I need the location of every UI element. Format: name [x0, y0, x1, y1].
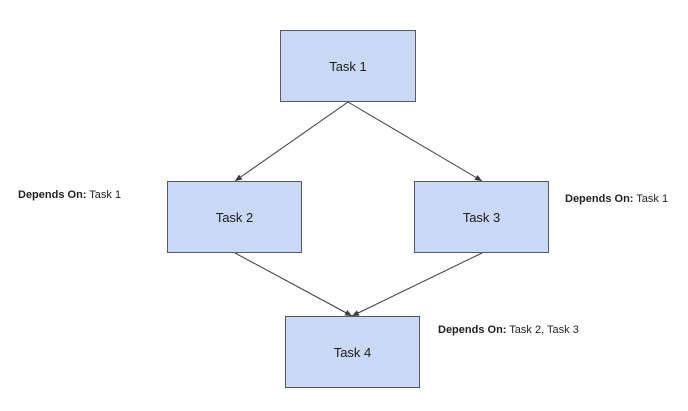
- task-3-node[interactable]: Task 3: [414, 181, 549, 253]
- depends-on-label: Depends On:: [438, 324, 507, 336]
- edge-task1-task3: [347, 101, 483, 182]
- task-1-label: Task 1: [329, 58, 367, 74]
- task-2-dependency-note: Depends On: Task 1: [18, 189, 121, 201]
- task-2-node[interactable]: Task 2: [167, 181, 302, 253]
- task-3-dependency-value: Task 1: [633, 193, 669, 205]
- task-3-label: Task 3: [462, 209, 501, 225]
- task-2-label: Task 2: [215, 209, 254, 225]
- depends-on-label: Depends On:: [18, 189, 87, 201]
- task-4-label: Task 4: [333, 344, 372, 360]
- edge-task1-task2: [234, 101, 349, 182]
- task-4-node[interactable]: Task 4: [285, 316, 420, 388]
- task-1-node[interactable]: Task 1: [280, 30, 416, 102]
- edge-task2-task4: [234, 252, 353, 317]
- depends-on-label: Depends On:: [565, 193, 634, 205]
- task-4-dependency-value: Task 2, Task 3: [506, 324, 579, 336]
- edge-task3-task4: [351, 252, 483, 317]
- task-4-dependency-note: Depends On: Task 2, Task 3: [438, 324, 579, 336]
- task-2-dependency-value: Task 1: [86, 189, 122, 201]
- task-3-dependency-note: Depends On: Task 1: [565, 193, 668, 205]
